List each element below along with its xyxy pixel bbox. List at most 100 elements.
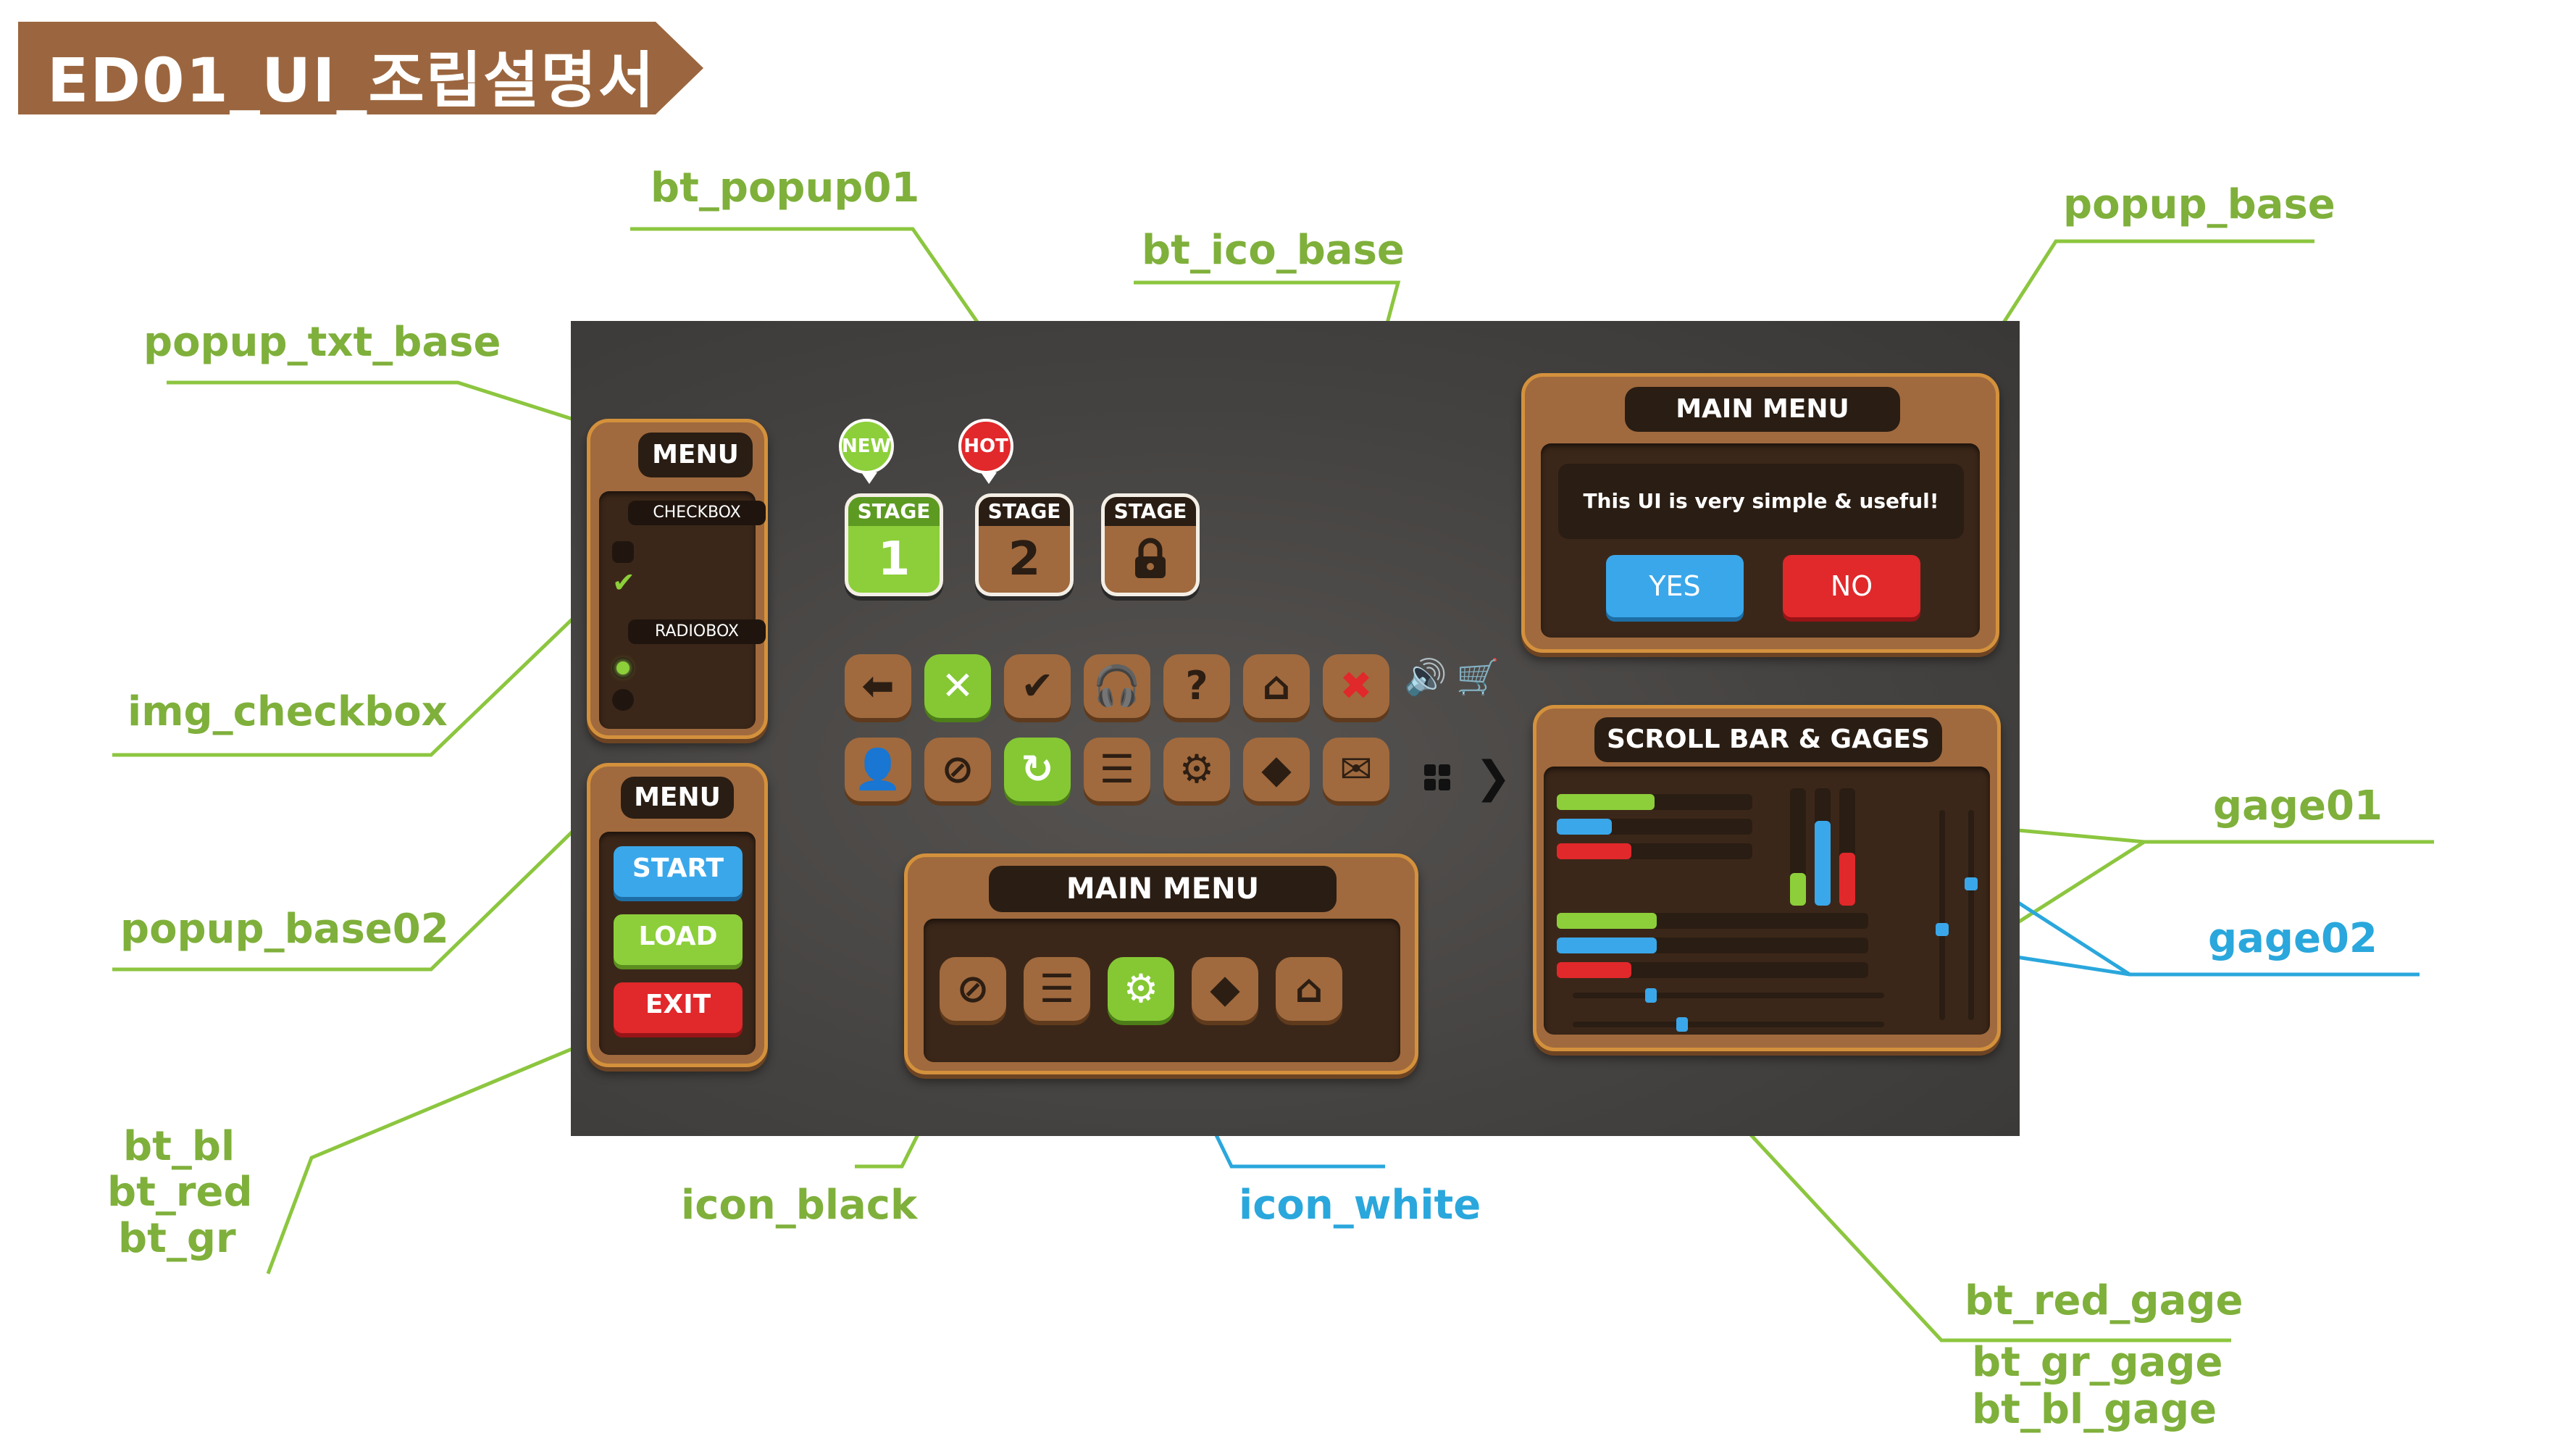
label-popup-base: popup_base (2063, 181, 2335, 228)
v-scrollbar-thumb[interactable] (1936, 923, 1949, 937)
stage-card-1[interactable]: STAGE 1 (845, 493, 943, 596)
label-bt-red: bt_red (107, 1169, 253, 1216)
label-bt-popup01: bt_popup01 (651, 164, 920, 212)
h-scrollbar-thumb[interactable] (1676, 1017, 1688, 1032)
stage-2-label: STAGE (979, 497, 1070, 526)
h-gage2-green-fill (1557, 913, 1657, 929)
refresh-button[interactable]: ↻ (1004, 738, 1071, 801)
mail-button[interactable]: ✉ (1323, 738, 1389, 801)
v-gage-blue (1815, 788, 1831, 906)
mail-icon: ✉ (1339, 746, 1373, 792)
v-scrollbar[interactable] (1936, 810, 1949, 1020)
h-gage2-blue-fill (1557, 938, 1657, 953)
radiobox-section-label: RADIOBOX (628, 619, 766, 644)
h-gage2-red-fill (1557, 962, 1632, 978)
h-gage2-blue (1557, 938, 1868, 953)
checkbox-unchecked[interactable] (612, 541, 634, 563)
label-bt-bl: bt_bl (123, 1123, 235, 1170)
compass-button[interactable]: ⊘ (924, 738, 991, 801)
title-tag: ED01_UI_조립설명서 (18, 22, 703, 114)
label-icon-black: icon_black (681, 1182, 918, 1229)
main-menu-popup-title: MAIN MENU (1625, 387, 1900, 432)
v-gage-green-fill (1790, 872, 1806, 906)
check-button[interactable]: ✔ (1004, 654, 1071, 718)
add-user-icon: 👤 (853, 746, 903, 792)
radio-unselected[interactable] (612, 689, 634, 711)
label-bt-gr-gage: bt_gr_gage (1972, 1339, 2223, 1386)
main-menu-bar-panel: MAIN MENU ⊘ ☰ ⚙ ◆ ⌂ (904, 853, 1418, 1074)
label-bt-gr: bt_gr (118, 1215, 236, 1262)
arrow-left-button[interactable]: ⬅ (845, 654, 911, 718)
stage-card-locked[interactable]: STAGE (1101, 493, 1200, 596)
question-icon: ? (1185, 663, 1208, 709)
check-icon: ✔ (1021, 663, 1054, 709)
warning-button[interactable]: ◆ (1192, 957, 1258, 1021)
h-gage-green-fill (1557, 794, 1655, 810)
main-menu-popup: MAIN MENU This UI is very simple & usefu… (1521, 373, 1999, 653)
gear-button[interactable]: ⚙ (1108, 957, 1174, 1021)
close-icon: ✕ (941, 663, 974, 709)
exit-button[interactable]: EXIT (614, 982, 743, 1033)
h-scrollbar-thumb[interactable] (1644, 988, 1657, 1003)
question-button[interactable]: ? (1163, 654, 1230, 718)
compass-button[interactable]: ⊘ (940, 957, 1006, 1021)
stage-1-number: 1 (877, 533, 911, 586)
checkbox-checked[interactable]: ✔ (612, 567, 635, 598)
h-scrollbar[interactable] (1573, 988, 1884, 1003)
start-button[interactable]: START (614, 846, 743, 897)
menu-buttons-panel: MENU START LOAD EXIT (587, 763, 768, 1067)
refresh-icon: ↻ (1021, 746, 1054, 792)
compass-icon: ⊘ (941, 746, 974, 792)
stage-3-label: STAGE (1105, 497, 1196, 526)
no-button[interactable]: NO (1783, 555, 1920, 617)
h-gage-green (1557, 794, 1752, 810)
menu2-title: MENU (621, 777, 734, 819)
headphones-button[interactable]: 🎧 (1084, 654, 1150, 718)
list-button[interactable]: ☰ (1084, 738, 1150, 801)
home-button[interactable]: ⌂ (1243, 654, 1310, 718)
radio-selected[interactable] (612, 657, 634, 679)
close-button[interactable]: ✕ (924, 654, 991, 718)
add-user-button[interactable]: 👤 (845, 738, 911, 801)
v-gage-blue-fill (1815, 821, 1831, 906)
menu-title: MENU (638, 433, 753, 477)
headphones-icon: 🎧 (1092, 663, 1142, 709)
menu-checkbox-panel: MENU CHECKBOX ✔ RADIOBOX (587, 419, 768, 739)
gear-button[interactable]: ⚙ (1163, 738, 1230, 801)
h-scrollbar[interactable] (1573, 1017, 1884, 1032)
arrow-left-icon: ⬅ (861, 663, 895, 709)
gear-icon: ⚙ (1179, 746, 1215, 792)
label-popup-base02: popup_base02 (120, 906, 449, 953)
yes-button[interactable]: YES (1606, 555, 1744, 617)
home-icon: ⌂ (1295, 966, 1323, 1011)
sound-off-button[interactable]: ✖ (1323, 654, 1389, 718)
gauges-panel: SCROLL BAR & GAGES (1533, 705, 2001, 1051)
warning-button[interactable]: ◆ (1243, 738, 1310, 801)
load-button[interactable]: LOAD (614, 914, 743, 965)
label-bt-red-gage: bt_red_gage (1965, 1277, 2243, 1324)
home-button[interactable]: ⌂ (1276, 957, 1342, 1021)
label-gage02: gage02 (2208, 915, 2378, 962)
stage-card-2[interactable]: STAGE 2 (975, 493, 1074, 596)
gauges-panel-title: SCROLL BAR & GAGES (1594, 717, 1942, 762)
gear-icon: ⚙ (1123, 966, 1159, 1011)
label-img-checkbox: img_checkbox (127, 688, 448, 735)
checkbox-section-label: CHECKBOX (628, 501, 766, 525)
ui-preview-scene: MENU CHECKBOX ✔ RADIOBOX MENU START LOAD… (571, 321, 2020, 1136)
popup-message: This UI is very simple & useful! (1558, 464, 1964, 539)
h-gage-blue (1557, 819, 1752, 835)
list-icon: ☰ (1039, 966, 1075, 1011)
arrow-right-icon[interactable]: ❯ (1475, 752, 1512, 803)
v-scrollbar[interactable] (1965, 810, 1978, 1020)
h-gage-red-fill (1557, 843, 1631, 859)
stage-1-label: STAGE (848, 497, 940, 526)
page-title: ED01_UI_조립설명서 (47, 45, 656, 116)
list-icon: ☰ (1099, 746, 1135, 792)
compass-icon: ⊘ (956, 966, 990, 1011)
grid-icon[interactable] (1424, 764, 1453, 793)
cart-icon[interactable]: 🛒 (1456, 657, 1500, 698)
speaker-icon[interactable]: 🔊 (1404, 657, 1447, 698)
main-menu-bar-title: MAIN MENU (989, 866, 1337, 912)
list-button[interactable]: ☰ (1024, 957, 1090, 1021)
v-scrollbar-thumb[interactable] (1965, 877, 1978, 890)
